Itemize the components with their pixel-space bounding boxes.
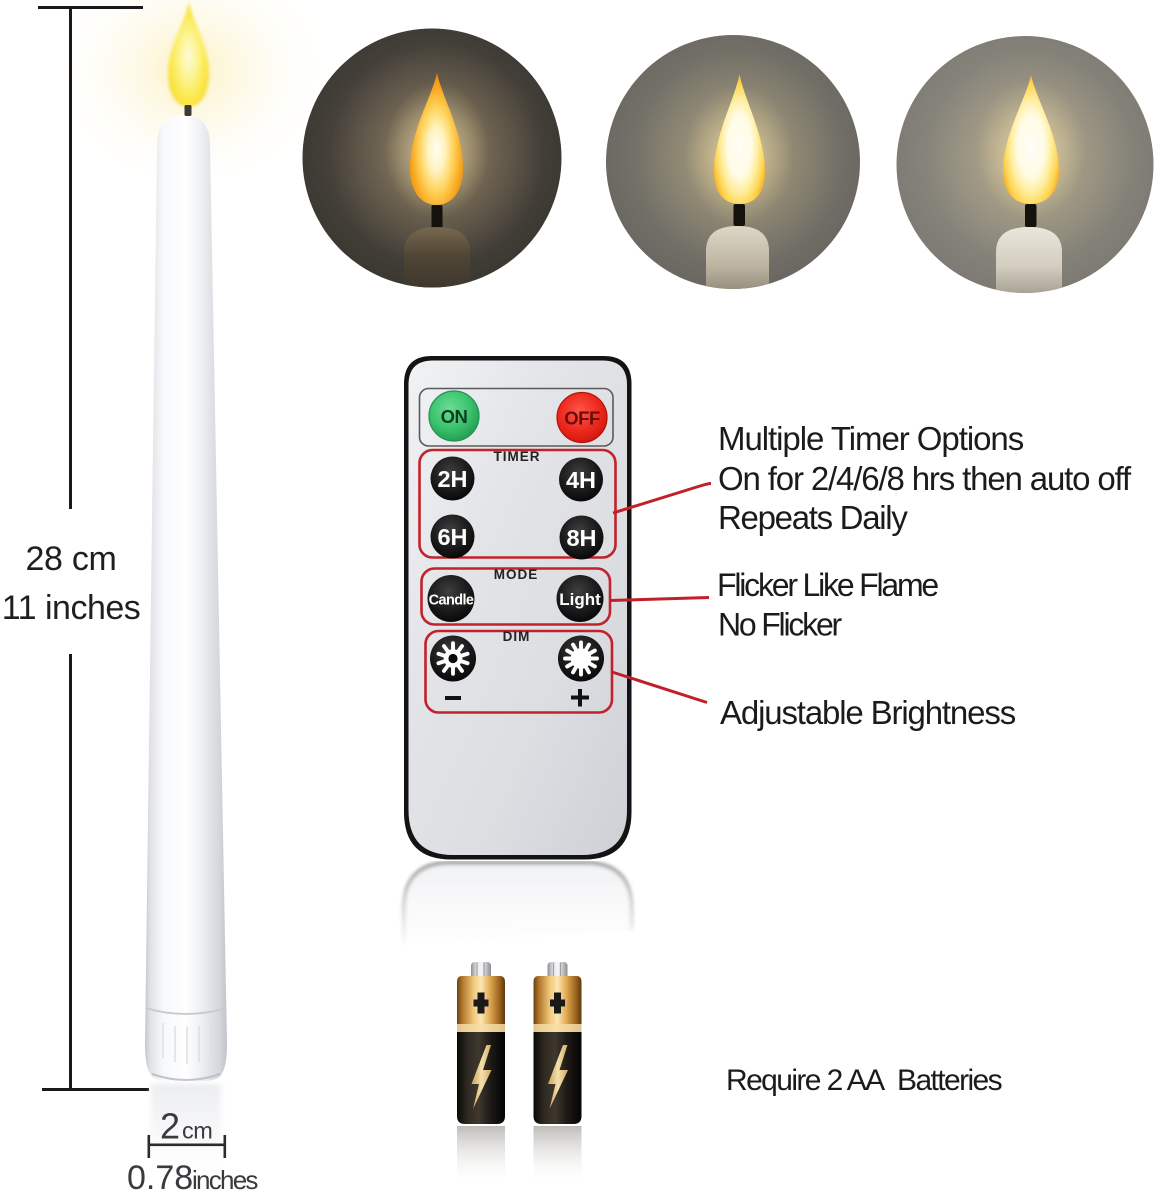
svg-text:TIMER: TIMER (494, 449, 541, 464)
svg-text:Multiple Timer Options: Multiple Timer Options (718, 420, 1024, 457)
svg-text:Adjustable Brightness: Adjustable Brightness (720, 694, 1016, 731)
svg-text:No Flicker: No Flicker (718, 607, 843, 643)
svg-text:4H: 4H (566, 467, 596, 493)
svg-text:inches: inches (192, 1165, 258, 1195)
svg-text:2H: 2H (437, 466, 467, 492)
svg-text:Light: Light (559, 590, 601, 609)
svg-text:11 inches: 11 inches (2, 589, 141, 627)
svg-text:cm: cm (182, 1118, 212, 1144)
svg-text:6H: 6H (437, 524, 467, 550)
svg-text:28 cm: 28 cm (25, 540, 116, 578)
svg-text:On for 2/4/6/8 hrs then auto o: On for 2/4/6/8 hrs then auto off (718, 460, 1132, 497)
svg-text:2: 2 (160, 1106, 180, 1147)
svg-text:0.78: 0.78 (127, 1159, 193, 1197)
svg-text:Candle: Candle (429, 593, 474, 609)
svg-text:MODE: MODE (494, 567, 539, 582)
svg-text:Require 2 AA Batteries: Require 2 AA Batteries (726, 1064, 1002, 1097)
svg-text:DIM: DIM (503, 629, 531, 644)
svg-text:8H: 8H (566, 525, 596, 551)
svg-text:Flicker Like Flame: Flicker Like Flame (717, 567, 938, 603)
svg-text:Repeats Daily: Repeats Daily (718, 499, 908, 536)
svg-text:ON: ON (441, 406, 468, 427)
svg-text:OFF: OFF (564, 408, 600, 429)
